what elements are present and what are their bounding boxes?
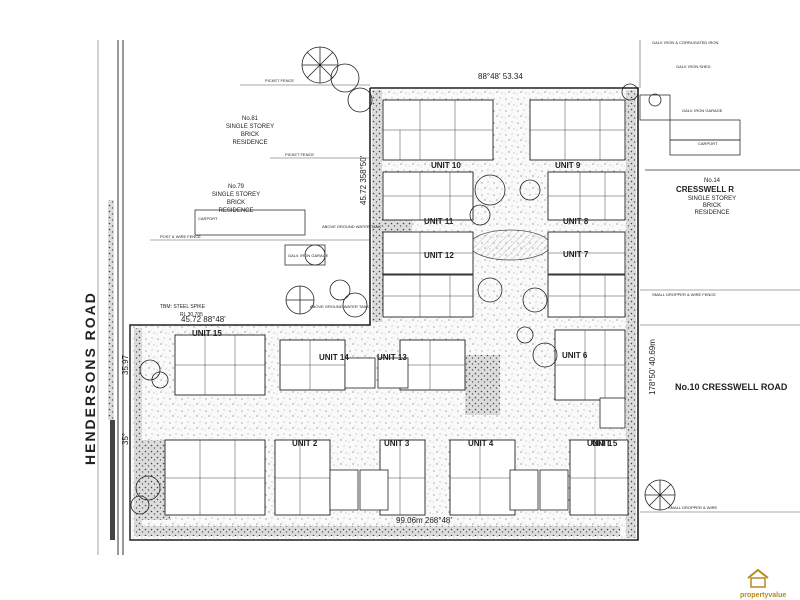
cresswell-r-label: CRESSWELL R [676,185,734,194]
res-81-l3: RESIDENCE [232,140,267,146]
dim-top: 88°48' 53.34 [478,72,523,81]
boundary-lines [129,40,800,540]
watermark-text: propertyvalue [740,592,786,599]
unit-6-label: UNIT 6 [562,351,588,360]
unit-10-label: UNIT 10 [431,161,461,170]
trees [130,46,676,515]
dim-left-mid: 45.72 88°48' [181,315,226,324]
neighbor-buildings [194,94,800,266]
watermark-logo: propertyvalue [732,565,794,599]
fence-corrugated: GALV. IRON & CORRUGATED IRON [652,40,718,45]
unit-14-label: UNIT 14 [319,353,349,362]
unit-11-label: UNIT 11 [424,217,454,226]
tbm-label: TBM: STEEL SPIKE [160,304,206,310]
dim-left-road-1: 35.97 [121,354,130,375]
fence-mid: PICKET FENCE [285,152,314,157]
unit-15-label: UNIT 15 [192,329,222,338]
unit-7-label: UNIT 7 [563,250,589,259]
tbm-rl-label: RL 30.705 [180,312,203,318]
galv-iron-shed: GALV. IRON SHED [676,64,711,69]
fence-bottom-right: SMALL DROPPER & WIRE [668,505,718,510]
res-14-l3: RESIDENCE [694,210,729,216]
res-81-l2: BRICK [241,132,259,138]
fence-post: POST & WIRE FENCE [160,234,201,239]
garages [329,357,626,511]
unit-4-label: UNIT 4 [468,439,494,448]
res-14-l2: BRICK [703,203,721,209]
galv-iron-garage: GALV. IRON GARAGE [288,253,329,258]
res-14-l1: SINGLE STOREY [688,196,736,202]
unit-1-label: UNIT 1 [587,439,613,448]
fence-right: SMALL DROPPER & WIRE FENCE [652,292,716,297]
res-79-l2: BRICK [227,200,245,206]
hendersons-road-label: HENDERSONS ROAD [82,291,98,465]
dim-right: 178°50' 40.69m [648,339,657,395]
res-79-l1: SINGLE STOREY [212,192,260,198]
fence-top: PICKET FENCE [265,78,294,83]
unit-13-label: UNIT 13 [377,353,407,362]
water-tank-2: ABOVE GROUND WATER TANK [310,304,370,309]
res-79-l3: RESIDENCE [218,208,253,214]
unit-2-label: UNIT 2 [292,439,318,448]
res-14-no: No.14 [704,178,721,184]
unit-3-label: UNIT 3 [384,439,410,448]
res-81-no: No.81 [242,116,259,122]
floor-plan-details [165,100,628,515]
house-icon [747,568,769,579]
unit-8-label: UNIT 8 [563,217,589,226]
galv-iron-garage-right: GALV. IRON GARAGE [682,108,723,113]
dim-left-road-2: 35° [121,433,130,445]
res-81-l1: SINGLE STOREY [226,124,274,130]
res-79-no: No.79 [228,184,245,190]
unit-12-label: UNIT 12 [424,251,454,260]
carport-right: CARPORT [698,141,718,146]
unit-5-label: UNIT 5 [592,439,618,448]
garden-feature [469,229,551,261]
water-tank-1: ABOVE GROUND WATER TANK [322,224,382,229]
dim-bottom: 99.06m 268°48' [396,516,452,525]
cresswell-road-label: No.10 CRESSWELL ROAD [675,382,788,392]
labels: 88°48' 53.34 99.06m 268°48' 45.72 88°48'… [82,40,788,525]
unit-9-label: UNIT 9 [555,161,581,170]
hendersons-road-band [97,40,124,555]
dim-vertical: 45.72 358°50' [359,155,368,205]
carport-left: CARPORT [198,216,218,221]
